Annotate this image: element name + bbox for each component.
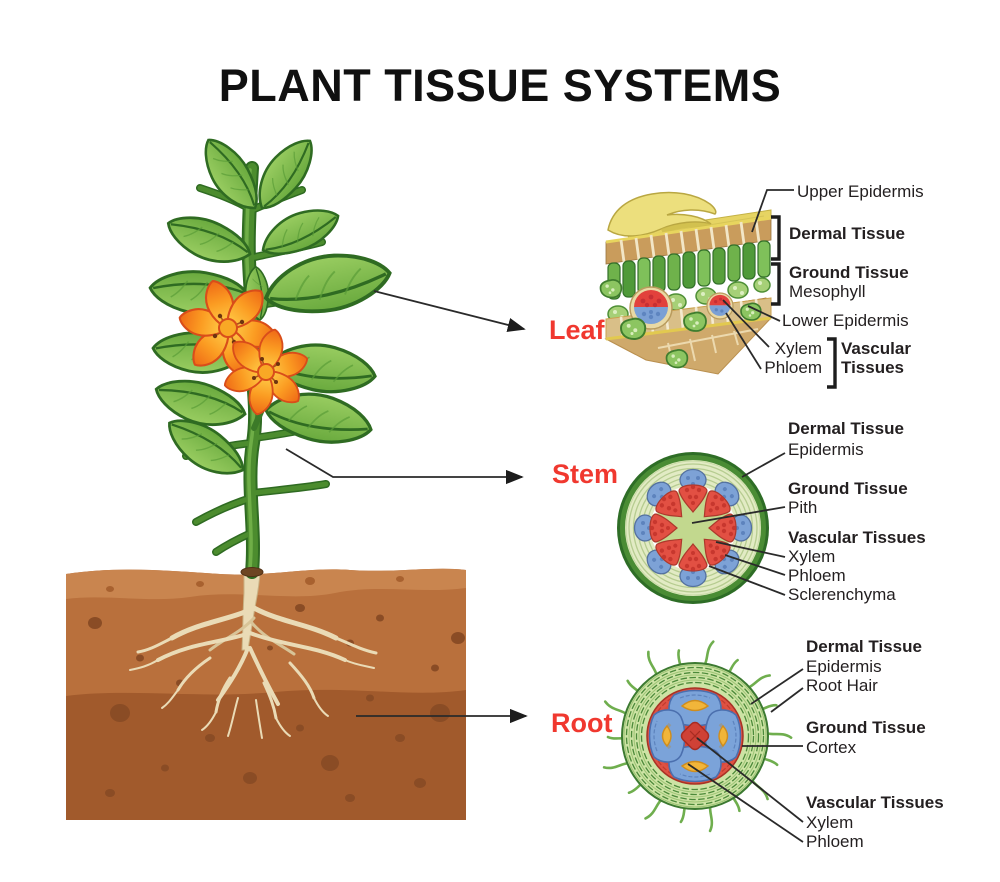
label-leaf-xylem: Xylem xyxy=(774,339,822,358)
flower xyxy=(220,326,312,418)
upper-epidermis-layer xyxy=(605,216,772,265)
plant-illustration xyxy=(66,128,466,820)
page-title: PLANT TISSUE SYSTEMS xyxy=(218,60,782,111)
label-stem-vascular-tissues: Vascular Tissues xyxy=(788,528,926,547)
label-leaf-vascular-tissues-1: Vascular xyxy=(841,339,911,358)
label-root-cortex: Cortex xyxy=(806,738,857,757)
label-root-vascular-tissues: Vascular Tissues xyxy=(806,793,944,812)
root-cross-section xyxy=(602,640,793,833)
cuticle-sheet xyxy=(607,191,717,237)
section-label-root: Root xyxy=(551,708,613,738)
label-root-phloem: Phloem xyxy=(806,832,864,851)
section-label-leaf: Leaf xyxy=(549,315,605,345)
soil-pebbles xyxy=(88,604,465,802)
label-root-dermal-tissue: Dermal Tissue xyxy=(806,637,922,656)
leaf-vascular-bundle xyxy=(706,292,734,320)
label-leaf-dermal-tissue: Dermal Tissue xyxy=(789,224,905,243)
label-stem-xylem: Xylem xyxy=(788,547,836,566)
section-label-stem: Stem xyxy=(552,459,619,489)
label-leaf-mesophyll: Mesophyll xyxy=(789,282,866,301)
leaf-vascular-bundle xyxy=(629,286,673,330)
flower xyxy=(176,276,280,380)
label-leaf-ground-tissue: Ground Tissue xyxy=(789,263,909,282)
label-leaf-vascular-tissues-2: Tissues xyxy=(841,358,905,377)
label-root-epidermis: Epidermis xyxy=(806,657,882,676)
label-stem-pith: Pith xyxy=(788,498,818,517)
label-stem-epidermis: Epidermis xyxy=(788,440,864,459)
soil-cross-section xyxy=(66,568,466,820)
label-root-root-hair: Root Hair xyxy=(806,676,878,695)
label-stem-dermal-tissue: Dermal Tissue xyxy=(788,419,904,438)
label-stem-sclerenchyma: Sclerenchyma xyxy=(788,585,896,604)
xylem-wedges xyxy=(649,484,737,572)
stem-cross-section xyxy=(617,452,769,604)
label-leaf-upper-epidermis: Upper Epidermis xyxy=(797,182,924,201)
vascular-tissues-bracket xyxy=(827,337,837,389)
label-stem-ground-tissue: Ground Tissue xyxy=(788,479,908,498)
label-stem-phloem: Phloem xyxy=(788,566,846,585)
label-leaf-phloem: Phloem xyxy=(764,358,822,377)
stem-base-collar xyxy=(240,567,264,577)
roots xyxy=(129,571,378,739)
label-root-xylem: Xylem xyxy=(806,813,854,832)
label-leaf-lower-epidermis: Lower Epidermis xyxy=(782,311,909,330)
label-root-ground-tissue: Ground Tissue xyxy=(806,718,926,737)
